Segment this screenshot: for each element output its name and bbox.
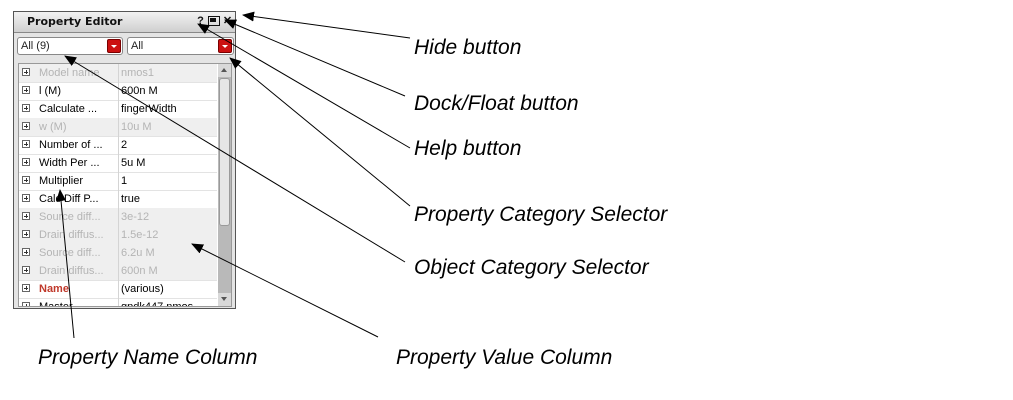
property-row[interactable]: Source diff... 6.2u M xyxy=(19,244,217,263)
property-value-cell[interactable]: 1.5e-12 xyxy=(121,229,159,241)
expand-plus-icon[interactable] xyxy=(22,140,30,148)
property-value-cell[interactable]: true xyxy=(121,193,140,205)
property-value-cell[interactable]: 1 xyxy=(121,175,128,187)
scroll-down-arrow-icon[interactable] xyxy=(218,293,231,306)
property-value-cell[interactable]: 6.2u M xyxy=(121,247,155,259)
property-name-cell: Drain diffus... xyxy=(39,229,104,241)
property-name-cell: l (M) xyxy=(39,85,61,97)
expand-plus-icon[interactable] xyxy=(22,122,30,130)
property-value-cell[interactable]: fingerWidth xyxy=(121,103,177,115)
column-divider xyxy=(118,208,119,226)
property-value-cell[interactable]: 2 xyxy=(121,139,128,151)
expand-plus-icon[interactable] xyxy=(22,86,30,94)
column-divider xyxy=(118,172,119,190)
scrollbar-thumb[interactable] xyxy=(219,78,230,226)
object-category-selector-label: Object Category Selector xyxy=(414,256,649,279)
property-name-cell: Source diff... xyxy=(39,211,101,223)
property-name-cell: Calculate ... xyxy=(39,103,98,115)
expand-plus-icon[interactable] xyxy=(22,248,30,256)
vertical-scrollbar[interactable] xyxy=(218,64,231,306)
property-row[interactable]: w (M) 10u M xyxy=(19,118,217,137)
column-divider xyxy=(118,154,119,172)
property-value-cell[interactable]: 600n M xyxy=(121,265,158,277)
expand-plus-icon[interactable] xyxy=(22,284,30,292)
help-arrow xyxy=(197,23,411,149)
property-value-column-label: Property Value Column xyxy=(396,346,613,369)
expand-plus-icon[interactable] xyxy=(22,158,30,166)
property-value-cell[interactable]: 5u M xyxy=(121,157,146,169)
column-divider xyxy=(118,64,119,82)
property-value-cell[interactable]: gpdk447 nmos xyxy=(121,301,194,307)
expand-plus-icon[interactable] xyxy=(22,194,30,202)
column-divider xyxy=(118,190,119,208)
property-grid: Model name nmos1 l (M) 600n M Calculate ... f… xyxy=(18,63,232,307)
column-divider xyxy=(118,244,119,262)
object-category-value: All (9) xyxy=(21,40,50,52)
property-row[interactable]: Calc Diff P... true xyxy=(19,190,217,209)
property-category-selector[interactable]: All xyxy=(127,37,234,55)
expand-plus-icon[interactable] xyxy=(22,230,30,238)
property-name-cell: Drain diffus... xyxy=(39,265,104,277)
property-name-cell: Name xyxy=(39,283,69,295)
expand-plus-icon[interactable] xyxy=(22,212,30,220)
column-divider xyxy=(118,118,119,136)
property-value-cell[interactable]: (various) xyxy=(121,283,164,295)
dock-arrow xyxy=(224,19,406,97)
expand-plus-icon[interactable] xyxy=(22,176,30,184)
object-category-arrow xyxy=(64,55,406,263)
dock-float-button-label: Dock/Float button xyxy=(414,92,579,115)
property-value-cell[interactable]: 600n M xyxy=(121,85,158,97)
property-category-value: All xyxy=(131,40,144,52)
panel-title: Property Editor xyxy=(27,15,123,28)
column-divider xyxy=(118,298,119,306)
property-editor-panel: Property Editor ? ✕ All (9) All Model na… xyxy=(13,11,236,309)
column-divider xyxy=(118,280,119,298)
property-name-cell: Multiplier xyxy=(39,175,84,187)
object-category-selector[interactable]: All (9) xyxy=(17,37,123,55)
property-value-cell[interactable]: 10u M xyxy=(121,121,152,133)
property-name-cell: Source diff... xyxy=(39,247,101,259)
help-button-label: Help button xyxy=(414,137,522,160)
property-name-column-label: Property Name Column xyxy=(38,346,258,369)
chevron-down-icon[interactable] xyxy=(107,39,121,53)
expand-plus-icon[interactable] xyxy=(22,266,30,274)
scroll-up-arrow-icon[interactable] xyxy=(218,64,231,77)
property-name-cell: Number of ... xyxy=(39,139,103,151)
column-divider xyxy=(118,262,119,280)
expand-plus-icon[interactable] xyxy=(22,302,30,306)
property-name-cell: w (M) xyxy=(39,121,67,133)
column-divider xyxy=(118,136,119,154)
column-divider xyxy=(118,100,119,118)
property-name-cell: Model name xyxy=(39,67,100,79)
property-category-arrow xyxy=(229,57,411,207)
property-name-cell: Master xyxy=(39,301,73,307)
expand-plus-icon[interactable] xyxy=(22,68,30,76)
expand-plus-icon[interactable] xyxy=(22,104,30,112)
property-name-cell: Calc Diff P... xyxy=(39,193,99,205)
hide-arrow xyxy=(242,11,411,39)
property-name-cell: Width Per ... xyxy=(39,157,100,169)
column-divider xyxy=(118,82,119,100)
hide-button-label: Hide button xyxy=(414,36,522,59)
property-category-selector-label: Property Category Selector xyxy=(414,203,668,226)
property-value-column-arrow xyxy=(191,243,379,338)
column-divider xyxy=(118,226,119,244)
property-row[interactable]: Master gpdk447 nmos xyxy=(19,298,217,307)
dock-float-button[interactable] xyxy=(208,16,220,26)
property-value-cell[interactable]: nmos1 xyxy=(121,67,155,79)
property-name-column-arrow xyxy=(56,189,75,339)
property-value-cell[interactable]: 3e-12 xyxy=(121,211,150,223)
help-button[interactable]: ? xyxy=(197,15,204,27)
